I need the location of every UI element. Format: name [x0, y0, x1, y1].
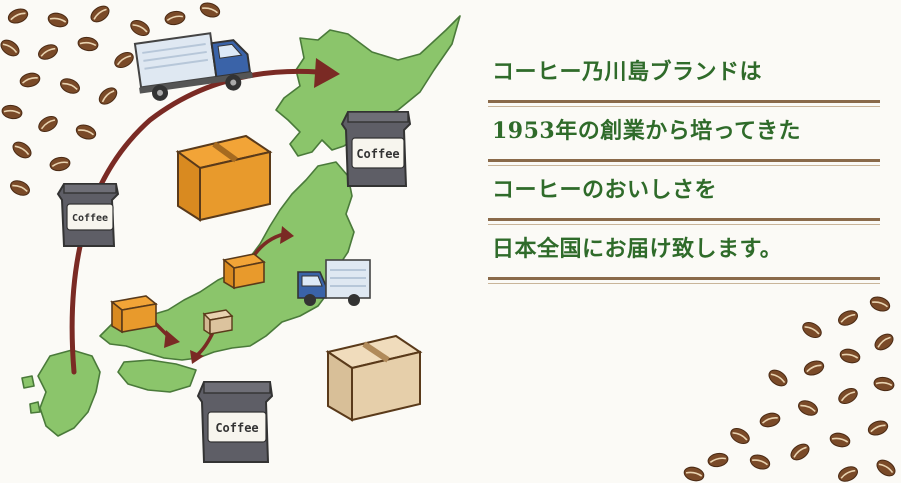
message-line: コーヒーのおいしさを	[488, 162, 880, 225]
cardboard-box-icon	[222, 253, 266, 290]
cardboard-box-icon	[325, 334, 423, 422]
coffee-bag-label: Coffee	[215, 421, 258, 435]
truck-icon	[297, 259, 371, 306]
message-line: 1953年の創業から培ってきた	[488, 103, 880, 166]
cardboard-box-icon	[175, 134, 273, 222]
message-line: コーヒー乃川島ブランドは	[488, 44, 880, 107]
coffee-bag-label: Coffee	[356, 147, 399, 161]
arrow-head	[314, 58, 340, 88]
coffee-bag-icon: Coffee	[196, 381, 274, 463]
arrow-head	[190, 350, 204, 364]
truck-icon	[133, 32, 253, 101]
message-line: 日本全国にお届け致します。	[488, 221, 880, 284]
coffee-bag-icon: Coffee	[56, 183, 120, 247]
arrow-head	[280, 226, 294, 244]
cardboard-box-icon	[110, 295, 158, 334]
delivery-arrow	[69, 68, 321, 375]
coffee-bag-icon: Coffee	[340, 111, 412, 187]
arrow-head	[164, 330, 180, 348]
cardboard-box-icon	[202, 309, 234, 336]
message-block: コーヒー乃川島ブランドは 1953年の創業から培ってきた コーヒーのおいしさを …	[488, 44, 880, 284]
coffee-bag-label: Coffee	[72, 213, 108, 224]
japan-map	[21, 15, 461, 437]
coffee-bean-icon	[681, 293, 899, 483]
